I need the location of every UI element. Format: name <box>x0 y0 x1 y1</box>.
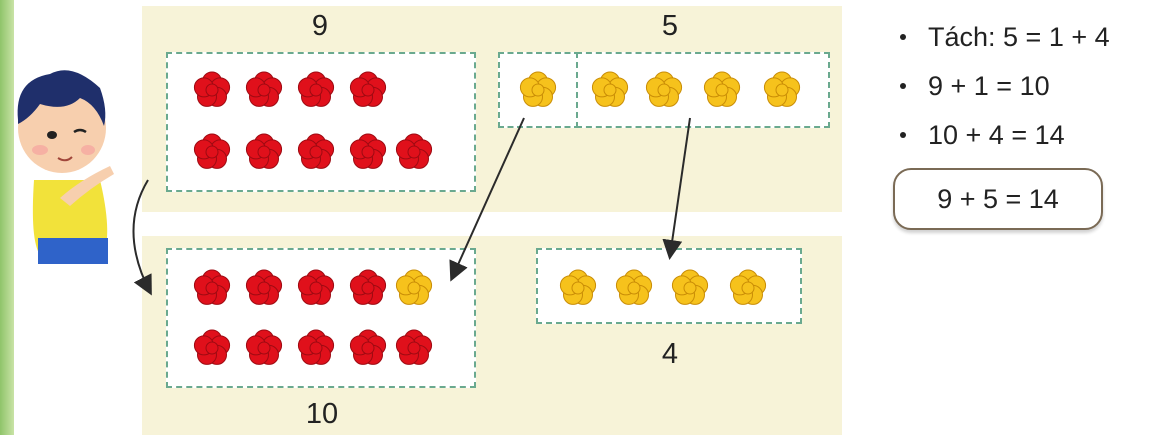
result-text: 9 + 5 = 14 <box>937 183 1059 214</box>
yellow-group-label: 5 <box>661 10 679 42</box>
red-flower <box>193 71 231 107</box>
red-group-label: 9 <box>311 10 329 42</box>
yellow-flower <box>703 71 741 107</box>
step-item: Tách: 5 = 1 + 4 <box>900 12 1110 61</box>
red-flower <box>193 133 231 169</box>
red-flower <box>245 329 283 365</box>
red-flower <box>297 269 335 305</box>
yellow-flower <box>763 71 801 107</box>
arrow-four-to-remaining <box>662 117 691 260</box>
red-flower <box>193 269 231 305</box>
red-flower <box>395 133 433 169</box>
red-flower <box>297 329 335 365</box>
red-flower <box>245 269 283 305</box>
yellow-flower <box>559 269 597 305</box>
arrow-one-to-ten <box>449 117 525 282</box>
yellow-flower <box>615 269 653 305</box>
red-flower <box>349 269 387 305</box>
yellow-flower <box>645 71 683 107</box>
red-flower <box>349 329 387 365</box>
step-item: 10 + 4 = 14 <box>900 110 1110 159</box>
step-item: 9 + 1 = 10 <box>900 61 1110 110</box>
red-flower <box>349 71 387 107</box>
red-flower <box>245 71 283 107</box>
curved-arrow <box>132 179 152 296</box>
yellow-flower <box>519 71 557 107</box>
left-edge-strip <box>0 0 14 435</box>
result-box: 9 + 5 = 14 <box>893 168 1103 230</box>
explanation-list: Tách: 5 = 1 + 4 9 + 1 = 10 10 + 4 = 14 <box>900 12 1110 159</box>
yellow-flower <box>395 269 433 305</box>
red-flower <box>245 133 283 169</box>
step-text: 9 + 1 = 10 <box>928 70 1050 101</box>
red-flower <box>297 133 335 169</box>
red-flower <box>297 71 335 107</box>
remaining-group-label: 4 <box>661 338 679 370</box>
step-text: Tách: 5 = 1 + 4 <box>928 21 1110 52</box>
combined-group-label: 10 <box>305 398 339 430</box>
yellow-flower <box>591 71 629 107</box>
red-flower <box>395 329 433 365</box>
red-flower <box>193 329 231 365</box>
bullet-icon <box>900 82 906 89</box>
boy-illustration <box>17 70 114 264</box>
yellow-flower <box>671 269 709 305</box>
red-flower <box>349 133 387 169</box>
step-text: 10 + 4 = 14 <box>928 119 1065 150</box>
bullet-icon <box>900 131 906 138</box>
yellow-flower <box>729 269 767 305</box>
bullet-icon <box>900 33 906 40</box>
